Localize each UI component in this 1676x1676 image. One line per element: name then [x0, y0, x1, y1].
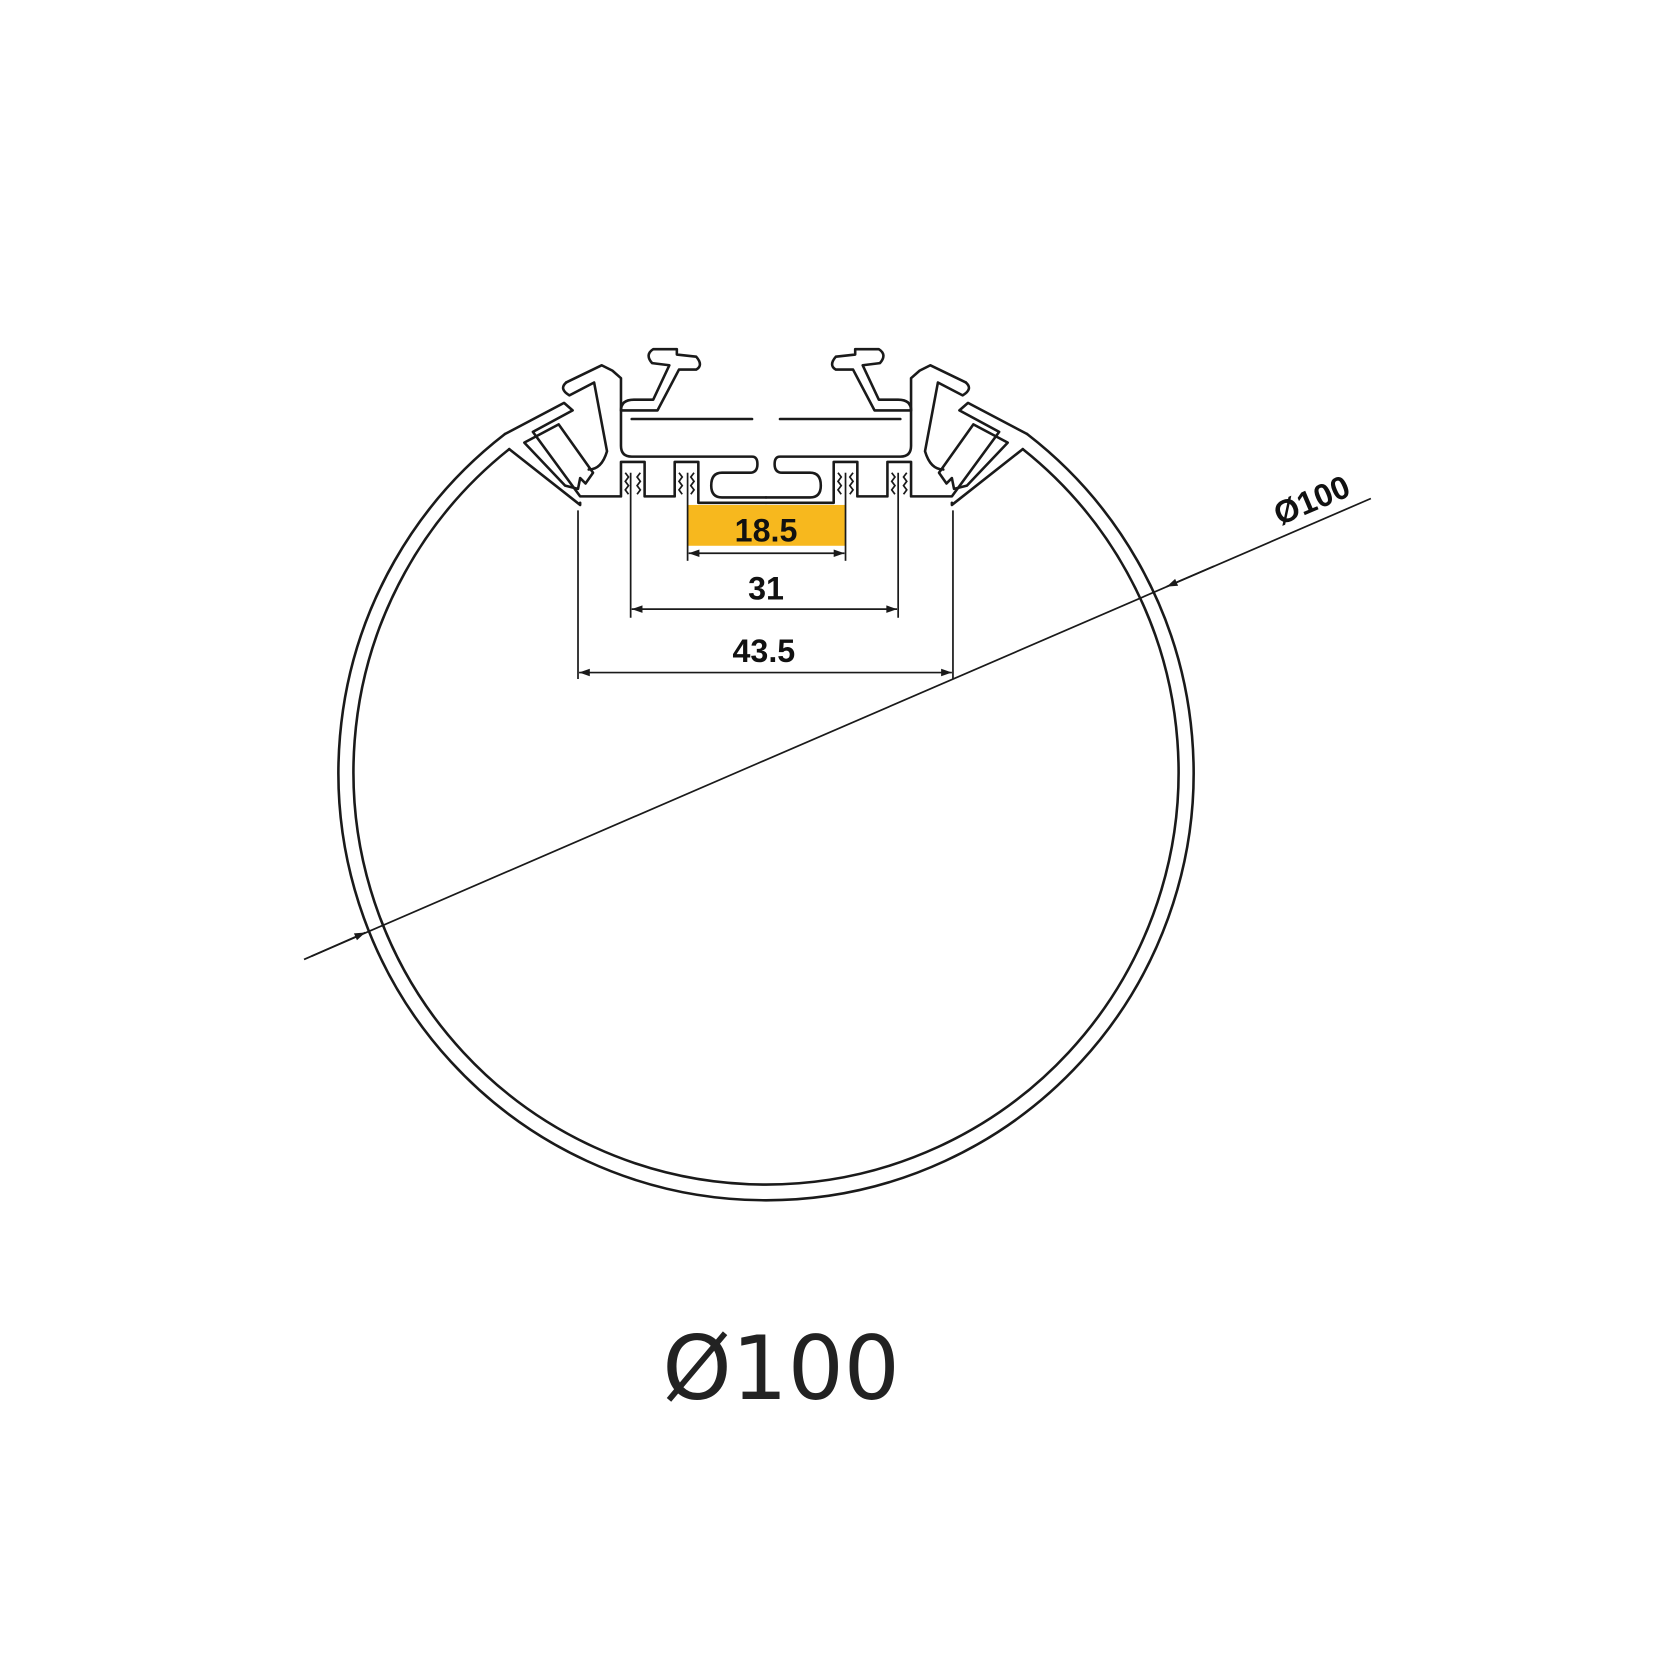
led-strip-highlight: [687, 504, 846, 546]
extension-lines: [577, 472, 954, 679]
profile-right-half: [764, 347, 1029, 507]
dimension-label-outer-width: 43.5: [733, 633, 796, 669]
diameter-arrow-right: [1166, 565, 1215, 588]
dimension-label-inner-width: 31: [748, 570, 784, 606]
profile-left-half: [503, 347, 768, 507]
dimension-label-diameter: Ø100: [1268, 468, 1355, 532]
diameter-arrow-left: [311, 931, 366, 957]
tube-inner-wall: [352, 447, 1180, 1186]
tube-outer-wall: [337, 432, 1195, 1202]
caption-diameter: Ø100: [662, 1317, 899, 1420]
dimension-label-led-width: 18.5: [735, 512, 798, 548]
